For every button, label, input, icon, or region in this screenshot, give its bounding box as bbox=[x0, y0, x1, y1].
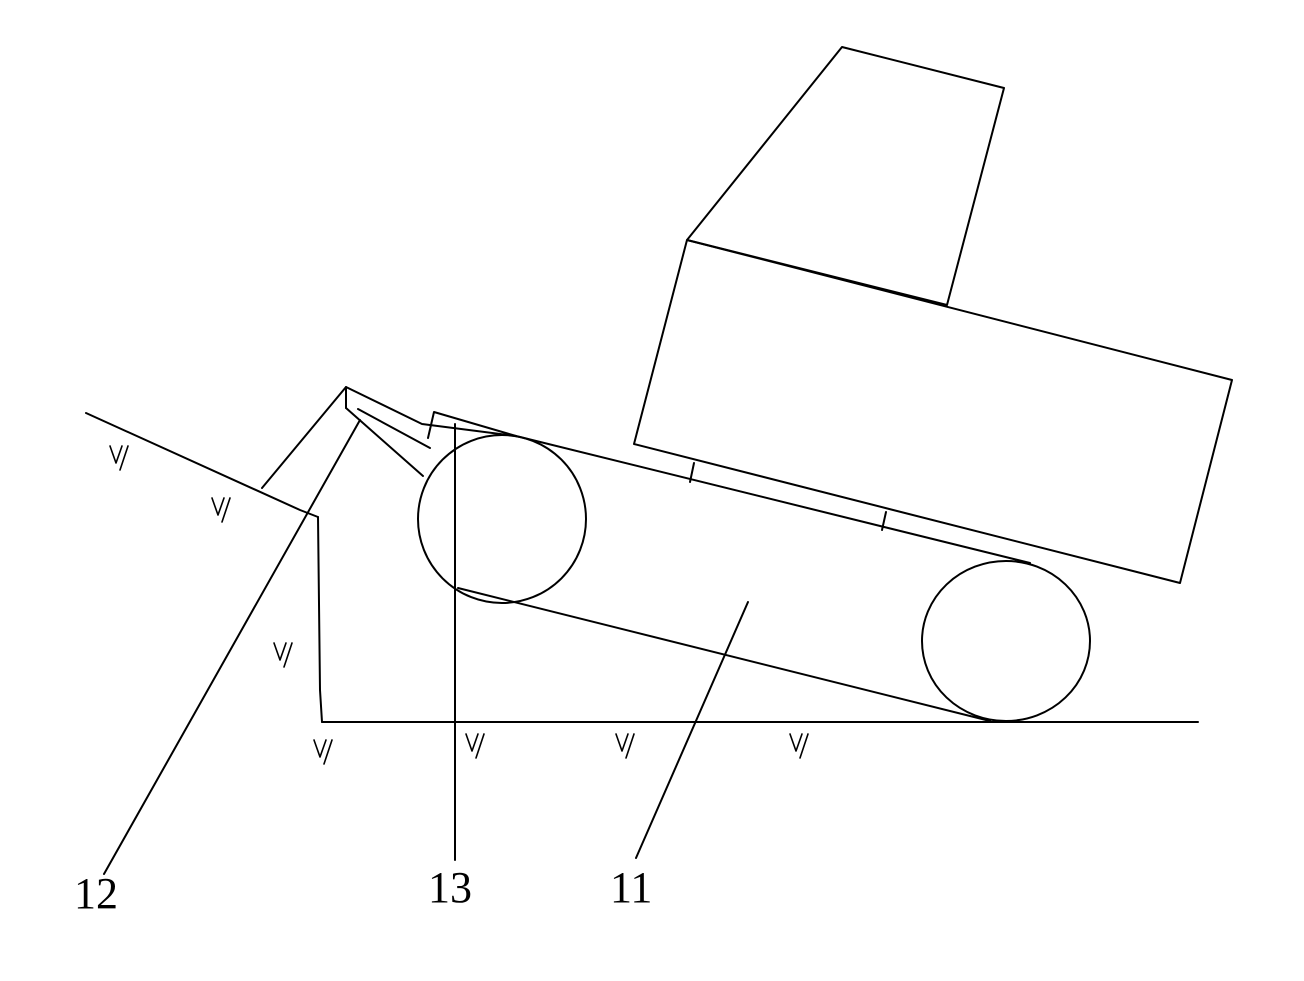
track-top-belt bbox=[515, 435, 1031, 564]
reference-label-11: 11 bbox=[610, 863, 653, 912]
body-support-right bbox=[881, 511, 887, 531]
body-support-left bbox=[689, 462, 695, 483]
rear-track-wheel bbox=[921, 560, 1091, 722]
excavator-body bbox=[633, 46, 1233, 584]
front-track-wheel bbox=[417, 434, 587, 604]
front-attachment bbox=[261, 386, 517, 489]
slope-bank bbox=[85, 412, 323, 723]
bracket bbox=[427, 411, 517, 439]
soil-hatching bbox=[109, 445, 809, 765]
leader-line-12 bbox=[103, 419, 361, 875]
hatch-mark bbox=[615, 733, 635, 759]
hatch-mark bbox=[313, 739, 333, 765]
hydraulic-rod bbox=[357, 408, 431, 449]
hatch-mark bbox=[109, 445, 129, 471]
slope-surface bbox=[85, 412, 319, 518]
hatch-mark bbox=[273, 642, 293, 668]
arm-outer bbox=[261, 386, 517, 489]
slope-vertical-cut bbox=[317, 516, 323, 723]
crawler-track bbox=[417, 434, 1091, 722]
hatch-mark bbox=[789, 733, 809, 759]
arm-inner bbox=[345, 407, 424, 477]
reference-label-12: 12 bbox=[74, 869, 118, 918]
reference-label-13: 13 bbox=[428, 863, 472, 912]
cab bbox=[686, 46, 1005, 306]
hatch-mark bbox=[465, 733, 485, 759]
hatch-mark bbox=[211, 497, 231, 523]
leader-line-11 bbox=[635, 601, 749, 859]
main-body bbox=[633, 239, 1233, 584]
